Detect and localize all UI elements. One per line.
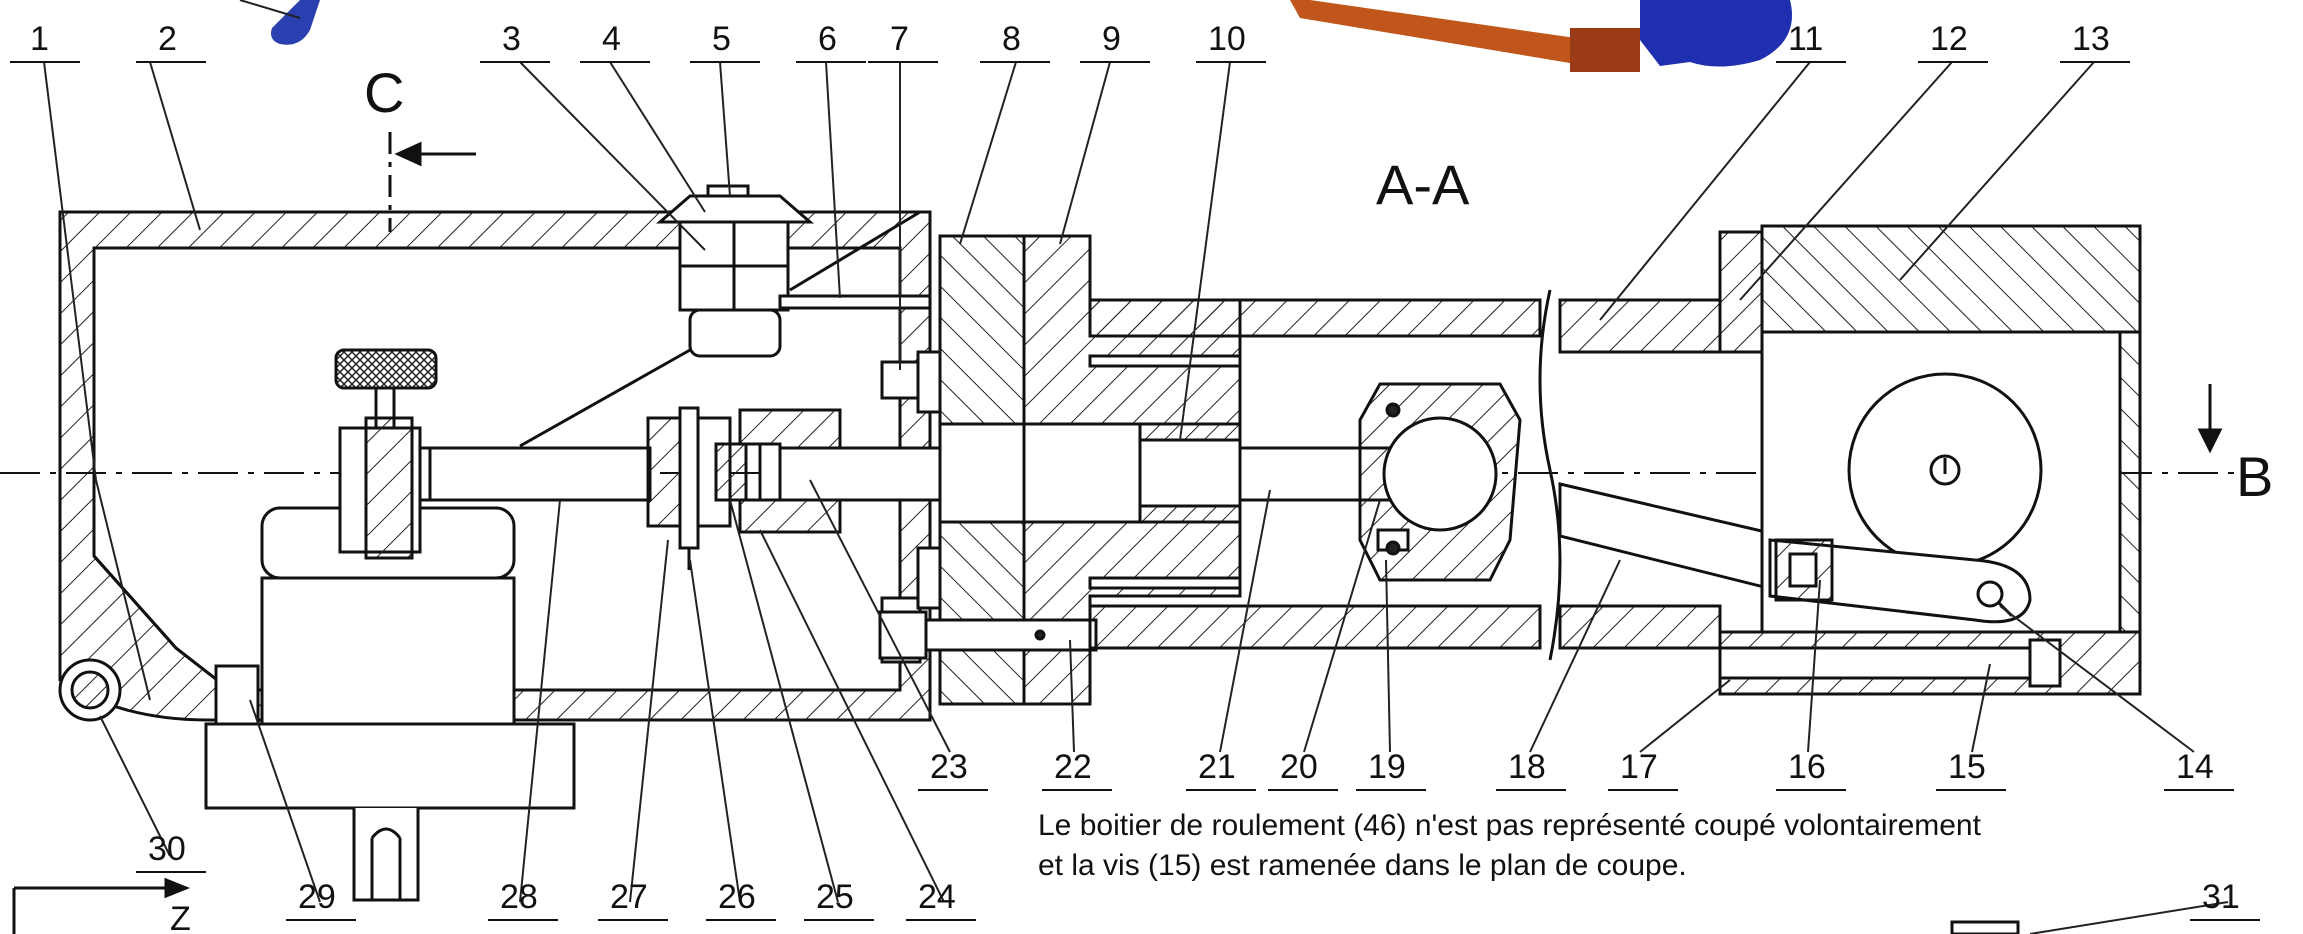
part-label-16: 16 <box>1788 748 1826 786</box>
part-label-28: 28 <box>500 878 538 916</box>
part-label-8: 8 <box>1002 20 1021 58</box>
part-label-31: 31 <box>2202 878 2240 916</box>
part-label-5: 5 <box>712 20 731 58</box>
part-label-22: 22 <box>1054 748 1092 786</box>
adjusting-screw <box>334 348 438 560</box>
part-label-11: 11 <box>1788 20 1823 58</box>
part-label-18: 18 <box>1508 748 1546 786</box>
part-31-fragment <box>1950 920 2020 934</box>
label-underlines <box>10 61 2260 921</box>
part-label-19: 19 <box>1368 748 1406 786</box>
drawing-note: Le boitier de roulement (46) n'est pas r… <box>1038 806 2238 886</box>
part-label-4: 4 <box>602 20 621 58</box>
section-title: A-A <box>1376 153 1470 216</box>
part-labels-top: 1 2 3 4 5 6 7 8 9 10 11 12 13 <box>30 20 2110 58</box>
part-label-20: 20 <box>1280 748 1318 786</box>
cut-label-c: C <box>364 61 404 124</box>
top-screw-assembly <box>519 184 932 448</box>
part-label-27: 27 <box>610 878 648 916</box>
part-label-6: 6 <box>818 20 837 58</box>
axis-label-z: Z <box>170 900 191 934</box>
cut-label-b: B <box>2236 445 2273 508</box>
part-label-3: 3 <box>502 20 521 58</box>
cut-marker-c <box>388 132 476 232</box>
part-label-25: 25 <box>816 878 854 916</box>
leader-lines <box>43 0 2229 934</box>
part-label-14: 14 <box>2176 748 2214 786</box>
actuator-body <box>204 506 576 902</box>
part-label-12: 12 <box>1930 20 1968 58</box>
break-line <box>1538 289 1562 661</box>
part-label-15: 15 <box>1948 748 1986 786</box>
part-label-23: 23 <box>930 748 968 786</box>
part-label-2: 2 <box>158 20 177 58</box>
isometric-fragments <box>271 0 1792 72</box>
rod-28 <box>428 446 652 502</box>
part-label-26: 26 <box>718 878 756 916</box>
note-line-1: Le boitier de roulement (46) n'est pas r… <box>1038 809 1981 842</box>
part-label-24: 24 <box>918 878 956 916</box>
flange-blocks <box>878 234 1242 706</box>
note-line-2: et la vis (15) est ramenée dans le plan … <box>1038 849 1687 882</box>
part-label-29: 29 <box>298 878 336 916</box>
part-label-7: 7 <box>890 20 909 58</box>
part-label-13: 13 <box>2072 20 2110 58</box>
axis-z-marker <box>12 877 191 934</box>
part-label-30: 30 <box>148 830 186 868</box>
right-block <box>1718 224 2142 696</box>
part-label-10: 10 <box>1208 20 1246 58</box>
part-label-9: 9 <box>1102 20 1121 58</box>
clevis-joint <box>646 406 842 570</box>
ball-joint <box>1358 382 1522 582</box>
part-label-17: 17 <box>1620 748 1658 786</box>
cut-marker-b <box>2197 384 2223 454</box>
part-label-21: 21 <box>1198 748 1236 786</box>
part-label-1: 1 <box>30 20 49 58</box>
part-labels-bottom: 14 15 16 17 18 19 20 21 22 23 24 25 26 2… <box>148 748 2240 916</box>
hinge-pin <box>58 658 122 722</box>
